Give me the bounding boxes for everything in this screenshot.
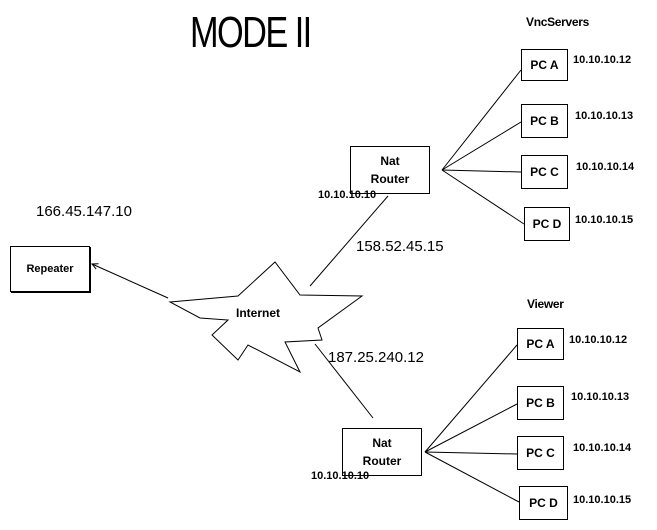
- server-pc-link: [441, 169, 522, 173]
- viewer-pc-b: PC B: [517, 386, 564, 420]
- server-router-public-ip: 158.52.45.15: [356, 238, 444, 255]
- server-router-link: [309, 195, 389, 287]
- server-nat-router: Nat Router: [350, 146, 430, 194]
- diagram-title: MODE II: [190, 8, 312, 57]
- viewer-pc-link: [424, 451, 518, 455]
- router-label-line1: Nat: [380, 154, 400, 168]
- viewer-pc-d: PC D: [519, 486, 568, 520]
- server-pc-b: PC B: [521, 104, 568, 138]
- server-pc-c-ip: 10.10.10.14: [576, 161, 635, 173]
- pc-label: PC C: [530, 165, 559, 179]
- router-label-line2: Router: [370, 172, 410, 186]
- router-label-line1: Nat: [372, 436, 392, 450]
- server-pc-a: PC A: [521, 49, 568, 81]
- vncservers-heading: VncServers: [526, 15, 590, 29]
- internet-cloud: [168, 261, 364, 374]
- viewer-pc-a-ip: 10.10.10.12: [569, 334, 628, 346]
- server-pc-link: [441, 121, 522, 171]
- repeater-box: Repeater: [10, 246, 90, 292]
- server-pc-b-ip: 10.10.10.13: [575, 110, 634, 122]
- viewer-heading: Viewer: [527, 297, 564, 311]
- server-pc-a-ip: 10.10.10.12: [573, 54, 632, 66]
- server-pc-link: [441, 69, 522, 171]
- pc-label: PC A: [526, 337, 555, 351]
- viewer-nat-router: Nat Router: [342, 428, 422, 476]
- server-pc-c: PC C: [521, 155, 568, 189]
- router-label-line2: Router: [362, 454, 402, 468]
- pc-label: PC A: [530, 58, 559, 72]
- repeater-label: Repeater: [26, 263, 74, 275]
- viewer-pc-link: [424, 344, 518, 453]
- viewer-router-link: [314, 343, 374, 419]
- pc-label: PC C: [526, 446, 555, 460]
- viewer-pc-d-ip: 10.10.10.15: [573, 494, 632, 506]
- repeater-ip: 166.45.147.10: [36, 203, 132, 220]
- server-pc-d-ip: 10.10.10.15: [575, 214, 634, 226]
- viewer-router-local-ip: 10.10.10.10: [311, 470, 370, 482]
- viewer-pc-a: PC A: [517, 328, 564, 360]
- pc-label: PC B: [530, 114, 559, 128]
- server-pc-link: [441, 169, 525, 225]
- server-router-local-ip: 10.10.10.10: [318, 189, 377, 201]
- server-pc-d: PC D: [524, 207, 570, 241]
- internet-label: Internet: [236, 306, 281, 320]
- viewer-router-public-ip: 187.25.240.12: [328, 349, 424, 366]
- viewer-pc-link: [424, 451, 520, 503]
- repeater-link: [92, 264, 169, 299]
- viewer-pc-b-ip: 10.10.10.13: [571, 391, 630, 403]
- pc-label: PC D: [529, 496, 558, 510]
- pc-label: PC D: [532, 217, 562, 231]
- viewer-pc-c-ip: 10.10.10.14: [573, 442, 632, 454]
- viewer-pc-c: PC C: [517, 436, 564, 470]
- viewer-pc-link: [424, 403, 518, 453]
- pc-label: PC B: [526, 396, 555, 410]
